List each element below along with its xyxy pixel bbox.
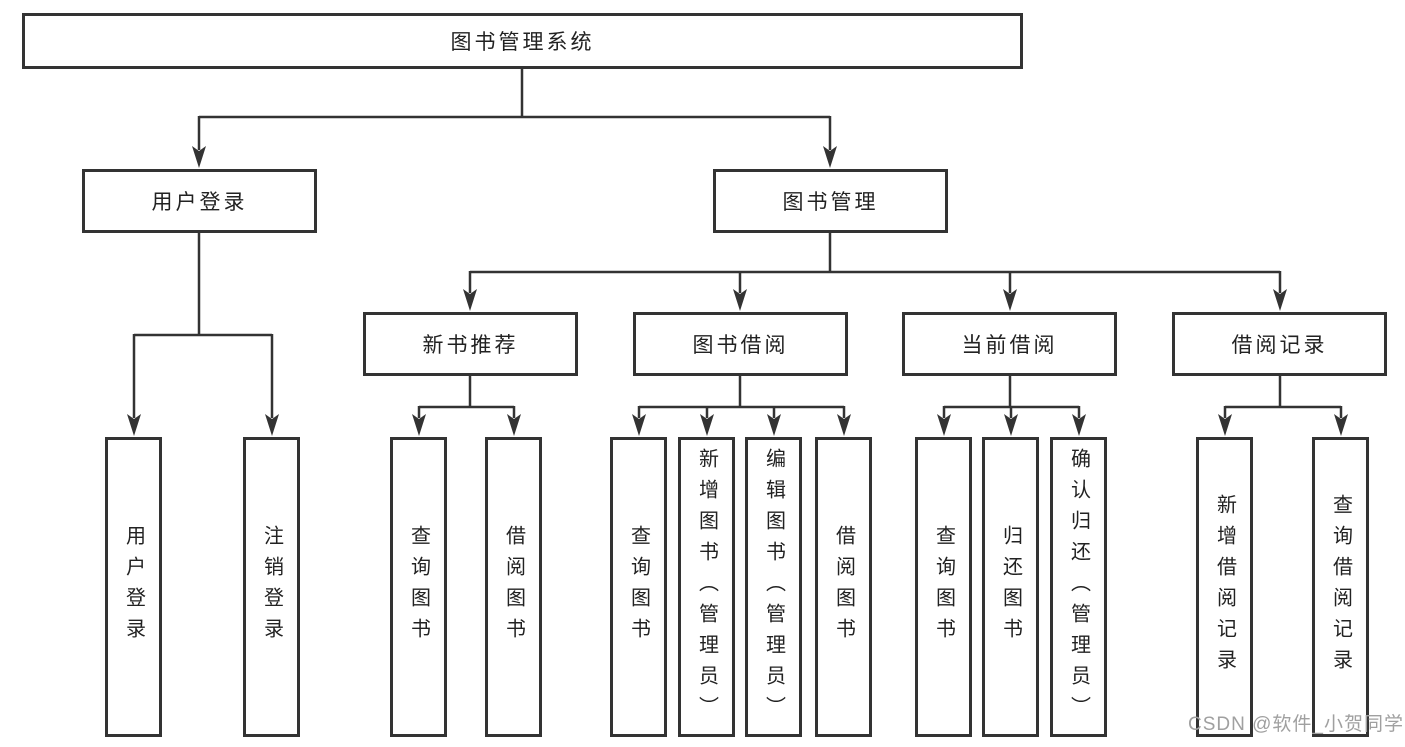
leaf-edit-book-admin-label: 编辑图书（管理员） [762,447,785,727]
connector-root-to-level2 [197,68,832,150]
node-current-borrow-label: 当前借阅 [961,334,1058,357]
connector-book-management-to-level3 [468,233,1282,293]
connector-new-book-recommend-to-leaves [417,376,516,418]
node-new-book-recommend: 新书推荐 [363,312,578,376]
leaf-query-books-current-label: 查询图书 [932,525,955,649]
leaf-add-borrow-record-label: 新增借阅记录 [1213,494,1236,680]
connector-book-borrow-to-leaves [637,376,846,418]
leaf-query-books-borrow: 查询图书 [610,437,667,737]
leaf-confirm-return-admin-label: 确认归还（管理员） [1067,447,1090,727]
leaf-borrow-books: 借阅图书 [815,437,872,737]
node-book-borrow-label: 图书借阅 [692,334,789,357]
leaf-add-borrow-record: 新增借阅记录 [1196,437,1253,737]
node-borrow-records: 借阅记录 [1172,312,1387,376]
leaf-edit-book-admin: 编辑图书（管理员） [745,437,802,737]
node-user-login: 用户登录 [82,169,317,233]
arrowheads [127,146,1348,436]
connector-user-login-to-leaves [132,233,274,418]
node-new-book-recommend-label: 新书推荐 [422,334,519,357]
node-user-login-label: 用户登录 [151,191,248,214]
leaf-user-login: 用户登录 [105,437,162,737]
leaf-logout-label: 注销登录 [260,525,283,649]
leaf-borrow-books-recommend: 借阅图书 [485,437,542,737]
leaf-query-borrow-record: 查询借阅记录 [1312,437,1369,737]
csdn-watermark: CSDN @软件_小贺同学 [1188,714,1404,735]
leaf-return-book-label: 归还图书 [999,525,1022,649]
leaf-user-login-label: 用户登录 [122,525,145,649]
connector-borrow-records-to-leaves [1223,376,1343,418]
node-book-management-label: 图书管理 [782,191,879,214]
leaf-query-books-recommend: 查询图书 [390,437,447,737]
leaf-query-borrow-record-label: 查询借阅记录 [1329,494,1352,680]
leaf-borrow-books-label: 借阅图书 [832,525,855,649]
leaf-logout: 注销登录 [243,437,300,737]
node-borrow-records-label: 借阅记录 [1231,334,1328,357]
leaf-add-book-admin-label: 新增图书（管理员） [695,447,718,727]
connector-current-borrow-to-leaves [942,376,1081,418]
leaf-query-books-recommend-label: 查询图书 [407,525,430,649]
leaf-query-books-current: 查询图书 [915,437,972,737]
leaf-borrow-books-recommend-label: 借阅图书 [502,525,525,649]
node-root-label: 图书管理系统 [450,31,595,54]
node-current-borrow: 当前借阅 [902,312,1117,376]
leaf-add-book-admin: 新增图书（管理员） [678,437,735,737]
leaf-query-books-borrow-label: 查询图书 [627,525,650,649]
node-book-borrow: 图书借阅 [633,312,848,376]
leaf-confirm-return-admin: 确认归还（管理员） [1050,437,1107,737]
leaf-return-book: 归还图书 [982,437,1039,737]
node-book-management: 图书管理 [713,169,948,233]
node-root: 图书管理系统 [22,13,1023,69]
